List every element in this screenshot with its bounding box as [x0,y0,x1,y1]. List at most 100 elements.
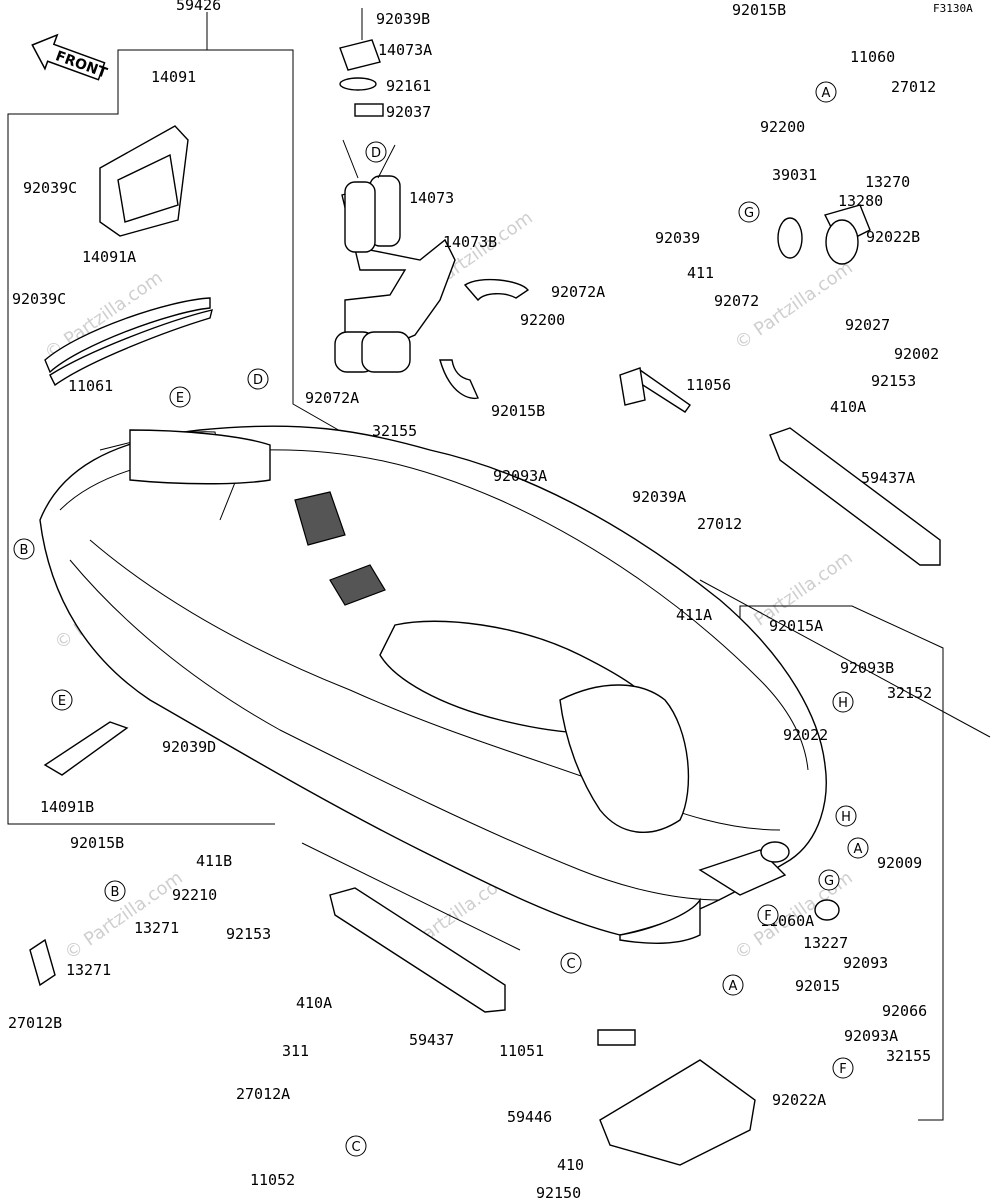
part-number-411B: 411B [196,852,232,870]
reference-marker-D1: D [365,141,387,163]
part-number-92200-b: 92200 [760,118,805,136]
part-number-59437A: 59437A [861,469,915,487]
reference-marker-E1: E [169,386,191,408]
part-number-39031: 39031 [772,166,817,184]
reference-marker-G2: G [818,869,840,891]
reference-marker-C1: C [560,952,582,974]
reference-marker-F2: F [832,1057,854,1079]
part-number-14091A: 14091A [82,248,136,266]
reference-marker-letter: H [841,810,851,825]
part-number-92161: 92161 [386,77,431,95]
reference-marker-F1: F [757,904,779,926]
part-number-27012A: 27012A [236,1085,290,1103]
part-number-11051: 11051 [499,1042,544,1060]
part-number-92002: 92002 [894,345,939,363]
part-number-92153-b: 92153 [226,925,271,943]
reference-marker-letter: E [176,391,184,406]
part-number-32152: 32152 [887,684,932,702]
part-number-13280: 13280 [838,192,883,210]
reference-marker-letter: A [729,979,738,994]
part-number-92150: 92150 [536,1184,581,1200]
part-number-92015A: 92015A [769,617,823,635]
reference-marker-A2: A [847,837,869,859]
right-side-parts [29,204,941,1166]
reference-marker-letter: B [111,885,120,900]
reference-marker-letter: C [351,1140,360,1155]
figure-code: F3130A [933,2,973,15]
reference-marker-B2: B [104,880,126,902]
part-number-27012B: 27012B [8,1014,62,1032]
reference-marker-E2: E [51,689,73,711]
front-label: FRONT [53,48,109,81]
part-number-92210: 92210 [172,886,217,904]
reference-marker-C2: C [345,1135,367,1157]
part-number-92072A-b: 92072A [305,389,359,407]
front-arrow-icon: FRONT [31,33,109,82]
reference-marker-letter: G [824,874,834,889]
reference-marker-letter: B [20,543,29,558]
part-number-92015: 92015 [795,977,840,995]
part-number-92022A: 92022A [772,1091,826,1109]
part-number-92027: 92027 [845,316,890,334]
reference-marker-G1: G [738,201,760,223]
part-number-14073B: 14073B [443,233,497,251]
part-number-92200-a: 92200 [520,311,565,329]
part-number-11060: 11060 [850,48,895,66]
part-number-410A-a: 410A [830,398,866,416]
part-number-14091B: 14091B [40,798,94,816]
part-number-14073: 14073 [409,189,454,207]
part-number-92039D: 92039D [162,738,216,756]
part-number-13270: 13270 [865,173,910,191]
part-number-92039A: 92039A [632,488,686,506]
part-number-92093A-b: 92093A [844,1027,898,1045]
part-number-92022B: 92022B [866,228,920,246]
part-number-92039: 92039 [655,229,700,247]
part-number-27012-a: 27012 [697,515,742,533]
reference-marker-letter: E [58,694,66,709]
part-number-92009: 92009 [877,854,922,872]
reference-marker-letter: A [854,842,863,857]
watermark: © Partzilla.com [61,867,187,964]
part-number-411: 411 [687,264,714,282]
reference-marker-H1: H [832,691,854,713]
reference-marker-letter: H [838,696,848,711]
part-number-11061: 11061 [68,377,113,395]
part-number-13271-a: 13271 [134,919,179,937]
part-number-410A-b: 410A [296,994,332,1012]
part-number-92015B-a: 92015B [491,402,545,420]
part-number-59437: 59437 [409,1031,454,1049]
part-number-410: 410 [557,1156,584,1174]
hatch-covers [43,125,213,776]
part-number-92037: 92037 [386,103,431,121]
reference-marker-A3: A [722,974,744,996]
part-number-27012-b: 27012 [891,78,936,96]
reference-marker-letter: D [253,373,263,388]
reference-marker-letter: D [371,146,381,161]
part-number-92039B: 92039B [376,10,430,28]
part-number-311: 311 [282,1042,309,1060]
reference-marker-letter: F [839,1062,846,1077]
part-number-92093A-a: 92093A [493,467,547,485]
part-number-11052: 11052 [250,1171,295,1189]
part-number-92066: 92066 [882,1002,927,1020]
part-number-11056: 11056 [686,376,731,394]
part-number-92039C-b: 92039C [12,290,66,308]
part-number-59426: 59426 [176,0,221,14]
part-number-59446: 59446 [507,1108,552,1126]
part-number-14091: 14091 [151,68,196,86]
reference-marker-letter: F [764,909,771,924]
reference-marker-A1: A [815,81,837,103]
reference-marker-letter: C [566,957,575,972]
part-number-92093: 92093 [843,954,888,972]
part-number-92153-a: 92153 [871,372,916,390]
part-number-14073A: 14073A [378,41,432,59]
reference-marker-D2: D [247,368,269,390]
hull-body [39,425,827,944]
part-number-92072A-a: 92072A [551,283,605,301]
part-number-13227: 13227 [803,934,848,952]
part-number-92022-a: 92022 [783,726,828,744]
part-number-32155-a: 32155 [372,422,417,440]
part-number-32155-b: 32155 [886,1047,931,1065]
duct-assembly [334,8,530,400]
